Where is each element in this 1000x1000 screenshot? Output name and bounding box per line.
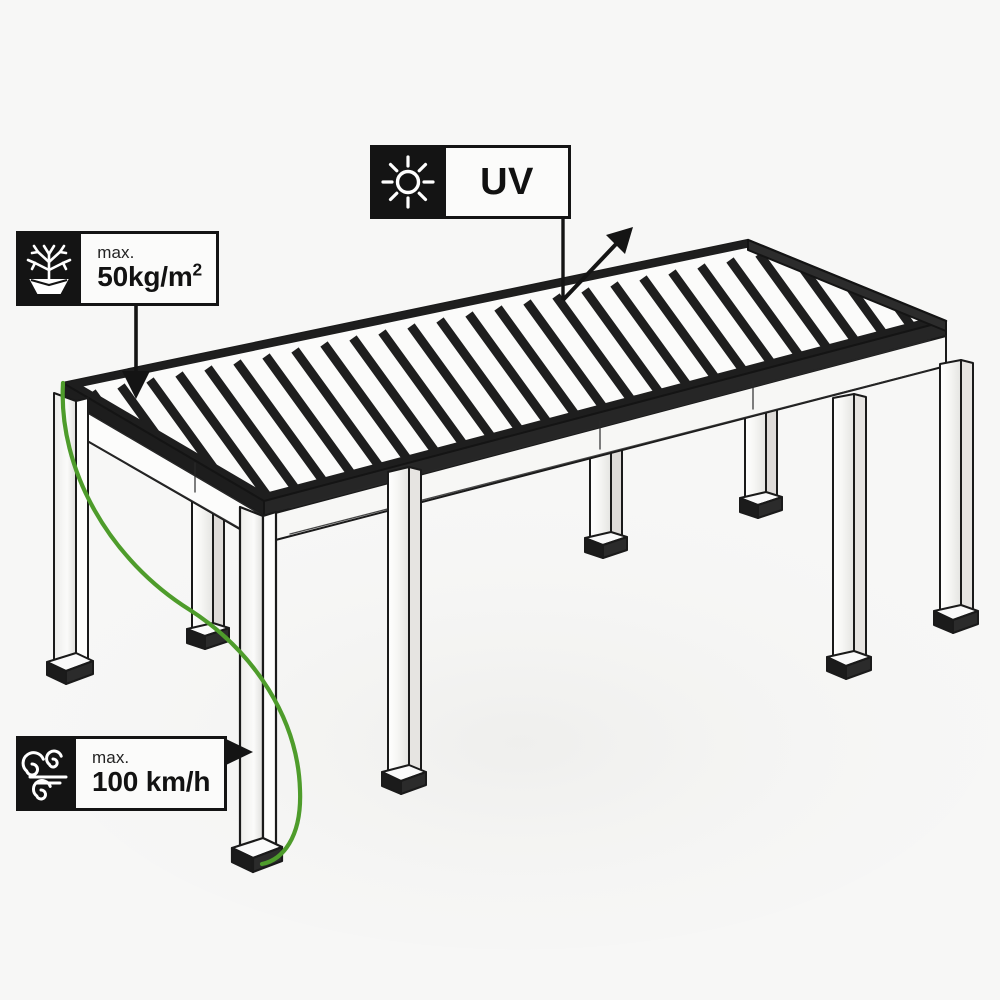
uv-reflection-arrow (561, 227, 633, 302)
snow-leader-arrow (122, 306, 150, 399)
uv-label: UV (480, 160, 534, 203)
post-front-far-right (933, 359, 979, 634)
roof-edge-back-right (747, 239, 947, 332)
plant-in-pot-snow-load-icon (16, 231, 82, 306)
snow-load-prefix: max. (97, 243, 135, 263)
wind-speed-prefix: max. (92, 748, 130, 768)
post-front-left (46, 392, 94, 685)
post-front-corner (230, 505, 284, 874)
badge-uv[interactable]: UV (370, 145, 571, 219)
badge-wind-speed[interactable]: max. 100 km/h (16, 736, 228, 811)
wind-deflection-curve (60, 380, 303, 867)
sun-icon (370, 145, 446, 219)
snow-load-text-panel: max. 50kg/m2 (81, 231, 219, 306)
uv-label-panel: UV (446, 145, 571, 219)
wind-speed-value: 100 km/h (92, 766, 211, 798)
snow-load-value: 50kg/m2 (97, 259, 202, 293)
wind-swirl-icon (16, 736, 76, 811)
post-front-right (826, 393, 872, 680)
badge-snow-load[interactable]: max. 50kg/m2 (16, 231, 219, 306)
wind-speed-text-panel: max. 100 km/h (76, 736, 228, 811)
post-front-middle (381, 466, 427, 795)
ground-shadow (50, 490, 990, 950)
